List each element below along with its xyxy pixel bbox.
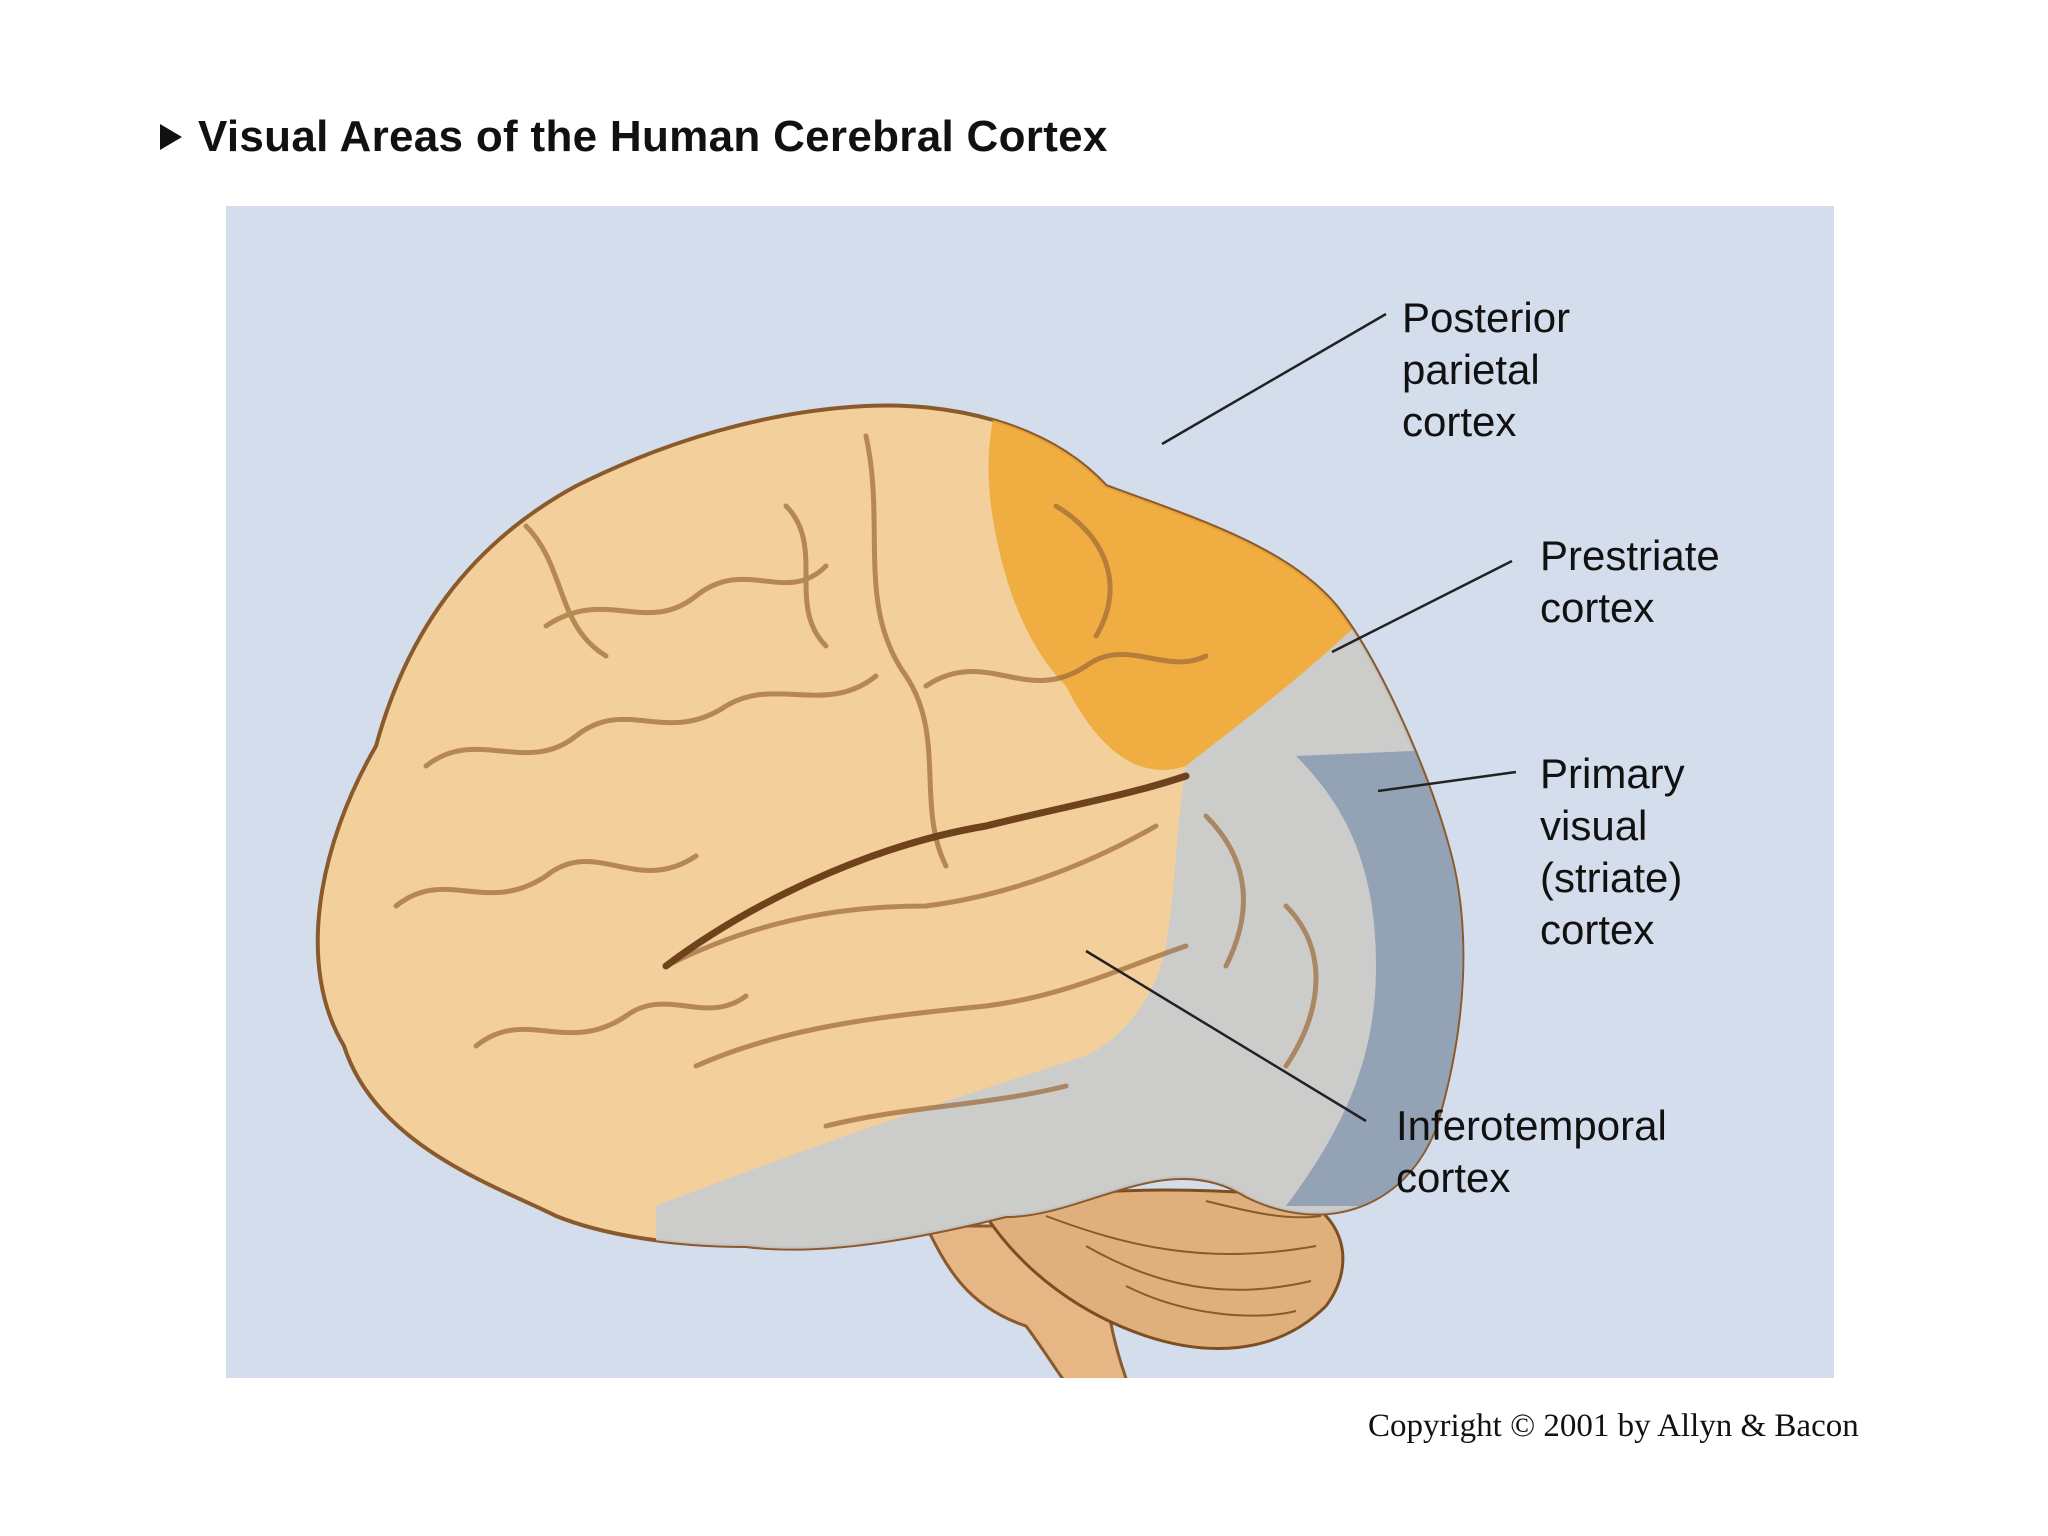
bullet-arrow-icon: [160, 124, 182, 150]
label-line: Prestriate: [1540, 530, 1720, 582]
label-line: Inferotemporal: [1396, 1100, 1667, 1152]
leader-line-posterior-parietal: [1162, 314, 1386, 444]
figure-title: Visual Areas of the Human Cerebral Corte…: [198, 112, 1108, 162]
label-prestriate-cortex: Prestriate cortex: [1540, 530, 1720, 634]
label-line: (striate): [1540, 852, 1685, 904]
label-line: cortex: [1540, 904, 1685, 956]
label-line: Posterior: [1402, 292, 1570, 344]
label-line: parietal: [1402, 344, 1570, 396]
label-primary-visual-cortex: Primary visual (striate) cortex: [1540, 748, 1685, 956]
copyright-notice: Copyright © 2001 by Allyn & Bacon: [1368, 1408, 1859, 1445]
leader-line-prestriate: [1332, 561, 1512, 652]
label-posterior-parietal-cortex: Posterior parietal cortex: [1402, 292, 1570, 448]
label-line: cortex: [1402, 396, 1570, 448]
label-line: cortex: [1396, 1152, 1667, 1204]
figure-heading: Visual Areas of the Human Cerebral Corte…: [160, 112, 1108, 162]
label-line: cortex: [1540, 582, 1720, 634]
label-inferotemporal-cortex: Inferotemporal cortex: [1396, 1100, 1667, 1204]
label-line: visual: [1540, 800, 1685, 852]
label-line: Primary: [1540, 748, 1685, 800]
